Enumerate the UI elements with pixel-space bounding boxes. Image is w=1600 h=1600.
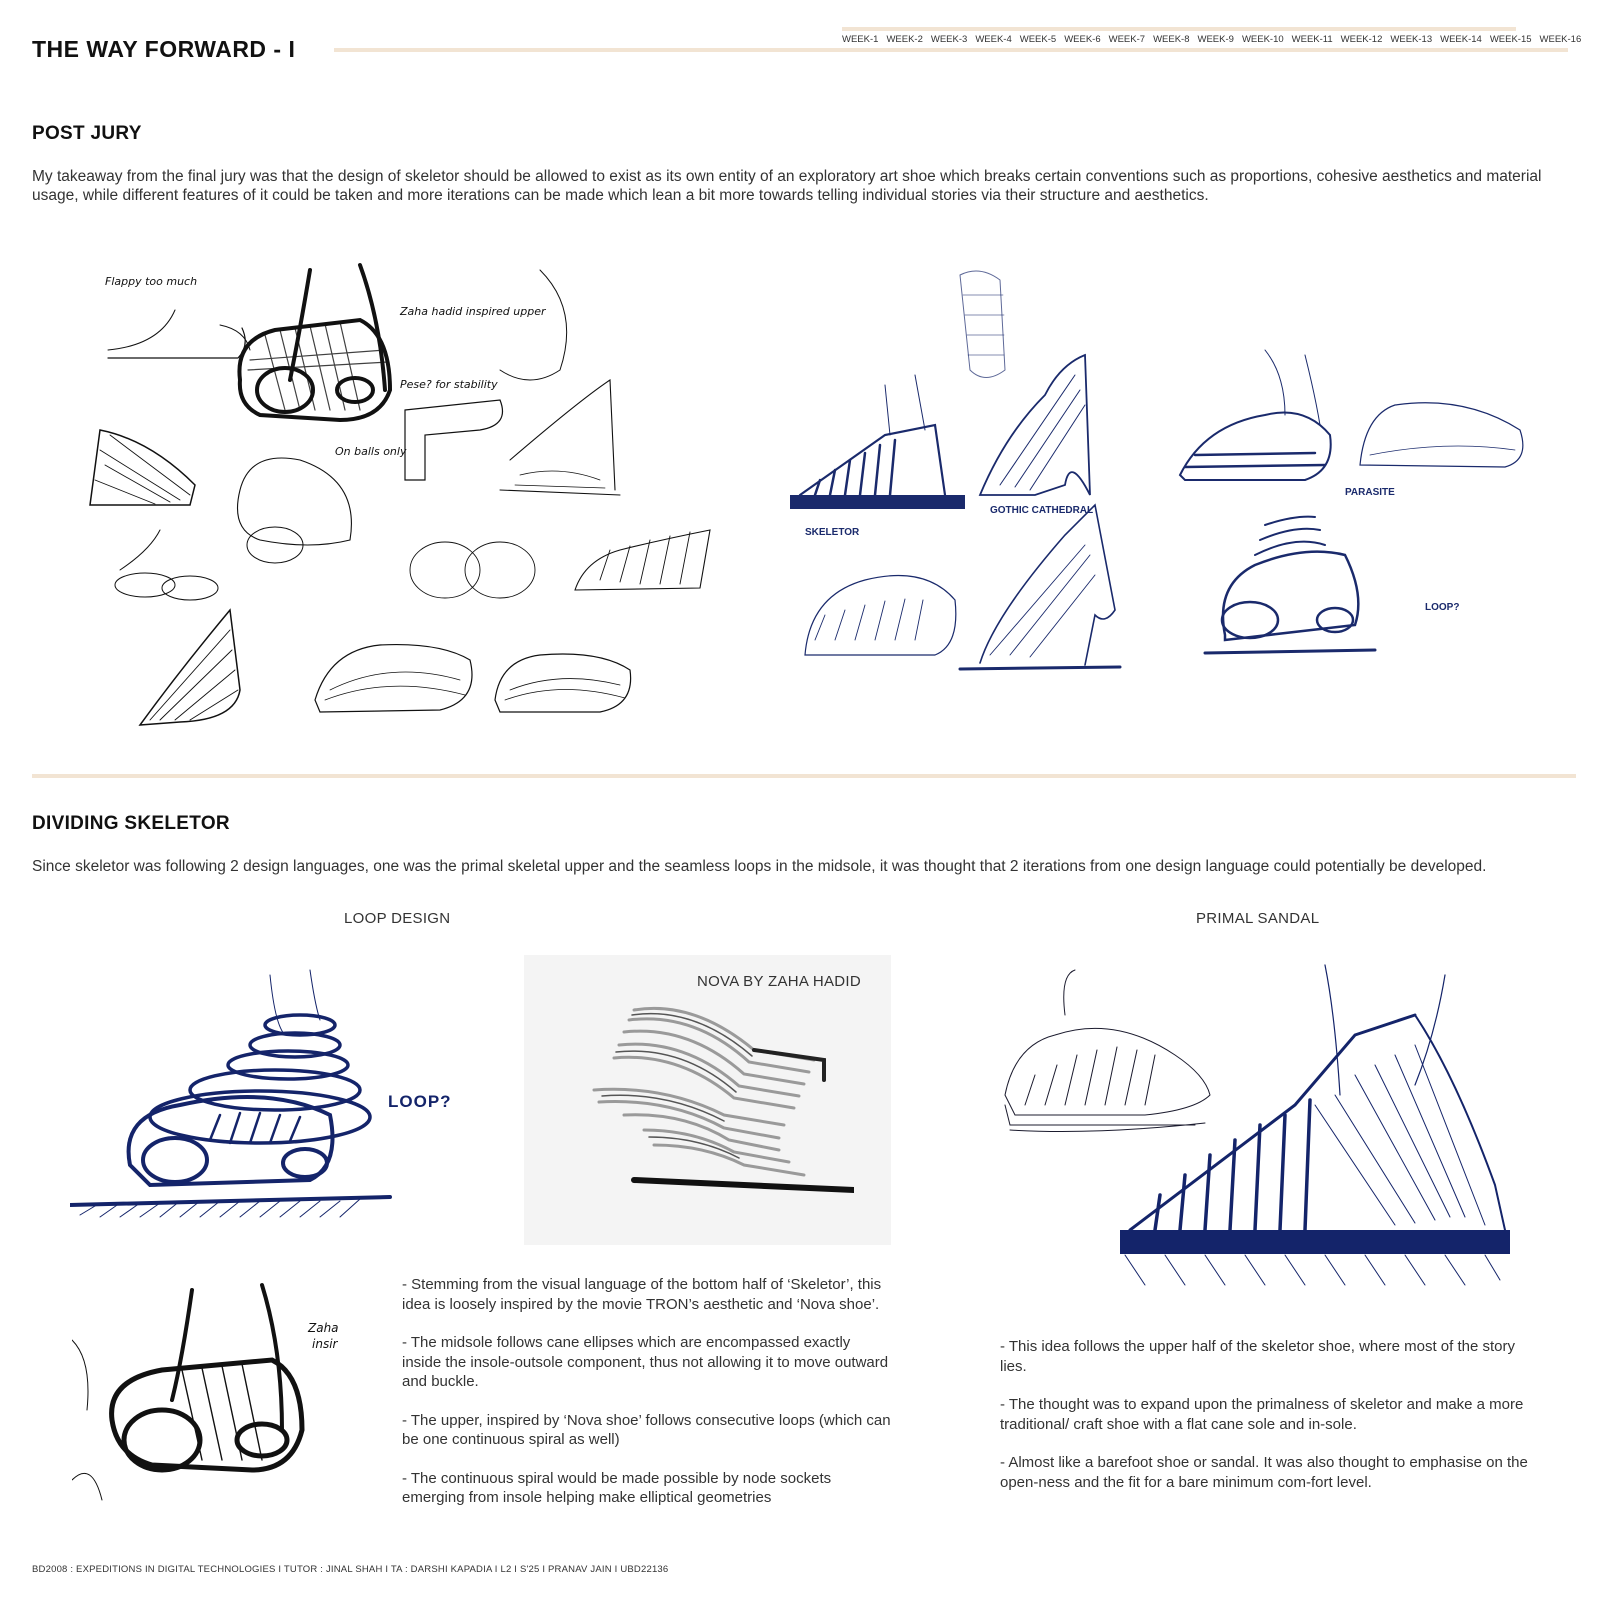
week-5[interactable]: WEEK-5: [1019, 34, 1057, 45]
post-jury-text: My takeaway from the final jury was that…: [32, 168, 1542, 204]
loop-point-2: - The midsole follows cane ellipses whic…: [402, 1334, 889, 1390]
week-8[interactable]: WEEK-8: [1153, 34, 1190, 45]
week-2[interactable]: WEEK-2: [886, 34, 923, 45]
week-timeline: WEEK-1 WEEK-2 WEEK-3 WEEK-4 WEEK-5 WEEK-…: [842, 34, 1581, 45]
week-10[interactable]: WEEK-10: [1241, 34, 1284, 45]
week-14[interactable]: WEEK-14: [1440, 34, 1482, 45]
week-3[interactable]: WEEK-3: [930, 34, 968, 45]
primal-sandal-sketch: [1004, 964, 1510, 1286]
loop-design-black-sketch: Zaha insir: [72, 1283, 339, 1501]
loop-point-3: - The upper, inspired by ‘Nova shoe’ fol…: [402, 1411, 891, 1449]
primal-point-2: - The thought was to expand upon the pri…: [1000, 1396, 1524, 1433]
week-13[interactable]: WEEK-13: [1390, 34, 1433, 45]
week-4[interactable]: WEEK-4: [975, 34, 1012, 45]
nova-shoe-render: [592, 1006, 854, 1193]
loop-design-sketch: [70, 969, 392, 1218]
loop-design-points: - Stemming from the visual language of t…: [402, 1275, 892, 1527]
dividing-skeletor-text: Since skeletor was following 2 design la…: [32, 858, 1487, 875]
title-underline: [334, 48, 1568, 52]
week-timeline-bar: [842, 27, 1516, 31]
week-11[interactable]: WEEK-11: [1291, 34, 1333, 45]
week-16[interactable]: WEEK-16: [1539, 34, 1582, 45]
sketch-note-stability: Pese? for stability: [400, 378, 498, 391]
black-ink-sketch-sheet: Flappy too much Zaha hadid inspired uppe…: [89, 263, 711, 726]
blue-ink-sketch-sheet: SKELETOR GOTHIC CATHEDRAL PARASITE LOOP?: [790, 270, 1524, 671]
footer-credits: BD2008 : EXPEDITIONS IN DIGITAL TECHNOLO…: [32, 1564, 669, 1575]
week-12[interactable]: WEEK-12: [1340, 34, 1383, 45]
page-title: THE WAY FORWARD - I: [32, 36, 296, 62]
primal-sandal-caption: PRIMAL SANDAL: [1196, 910, 1320, 927]
zaha-note-crop: Zaha: [307, 1321, 339, 1335]
sketch-note-zaha: Zaha hadid inspired upper: [399, 305, 547, 318]
nova-shoe-photo: NOVA BY ZAHA HADID: [524, 955, 891, 1245]
primal-point-1: - This idea follows the upper half of th…: [1000, 1338, 1515, 1375]
section-divider: [32, 774, 1576, 778]
week-7[interactable]: WEEK-7: [1108, 34, 1146, 45]
loop-point-1: - Stemming from the visual language of t…: [402, 1276, 882, 1313]
sketch-note-flappy: Flappy too much: [105, 275, 197, 288]
primal-sandal-points: - This idea follows the upper half of th…: [1000, 1337, 1540, 1511]
week-15[interactable]: WEEK-15: [1489, 34, 1532, 45]
week-6[interactable]: WEEK-6: [1064, 34, 1101, 45]
loop-question-label: LOOP?: [388, 1092, 452, 1111]
label-skeletor: SKELETOR: [805, 527, 860, 538]
nova-caption: NOVA BY ZAHA HADID: [696, 973, 861, 990]
loop-point-4: - The continuous spiral would be made po…: [402, 1469, 832, 1507]
loop-design-caption: LOOP DESIGN: [344, 910, 451, 927]
sketch-note-balls: On balls only: [335, 445, 407, 458]
zaha-note-crop-2: insir: [312, 1337, 339, 1351]
primal-point-3: - Almost like a barefoot shoe or sandal.…: [1000, 1454, 1528, 1491]
post-jury-heading: POST JURY: [32, 123, 142, 144]
week-9[interactable]: WEEK-9: [1197, 34, 1234, 45]
week-1[interactable]: WEEK-1: [842, 34, 879, 45]
label-gothic-cathedral: GOTHIC CATHEDRAL: [990, 505, 1093, 516]
dividing-skeletor-heading: DIVIDING SKELETOR: [32, 813, 230, 834]
label-loop: LOOP?: [1425, 602, 1459, 613]
label-parasite: PARASITE: [1345, 487, 1395, 498]
